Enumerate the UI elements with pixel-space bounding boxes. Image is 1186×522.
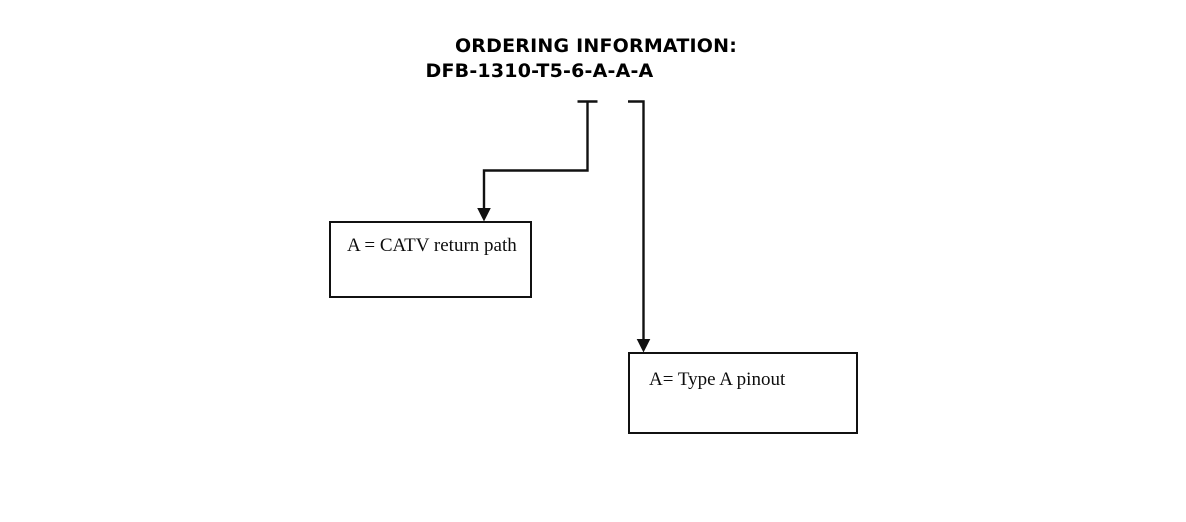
connector-pinout-path — [628, 100, 645, 341]
callout-catv-text: A = CATV return path — [347, 235, 517, 256]
part-number-label: DFB-1310-T5-6-A-A-A — [425, 60, 654, 83]
ordering-information-heading: ORDERING INFORMATION: DFB-1310-T5-6-A-A-… — [0, 34, 1186, 84]
connector-pinout-arrowhead — [636, 339, 651, 353]
callout-pinout-text: A= Type A pinout — [649, 369, 786, 390]
connector-catv-path — [482, 101, 589, 210]
callout-box-type-a-pinout: A= Type A pinout — [628, 352, 858, 434]
connector-catv — [477, 100, 598, 222]
page-title: ORDERING INFORMATION: — [454, 35, 738, 57]
callout-box-catv-return-path: A = CATV return path — [329, 221, 532, 298]
connector-pinout — [628, 100, 651, 353]
connector-catv-arrowhead — [477, 208, 491, 222]
